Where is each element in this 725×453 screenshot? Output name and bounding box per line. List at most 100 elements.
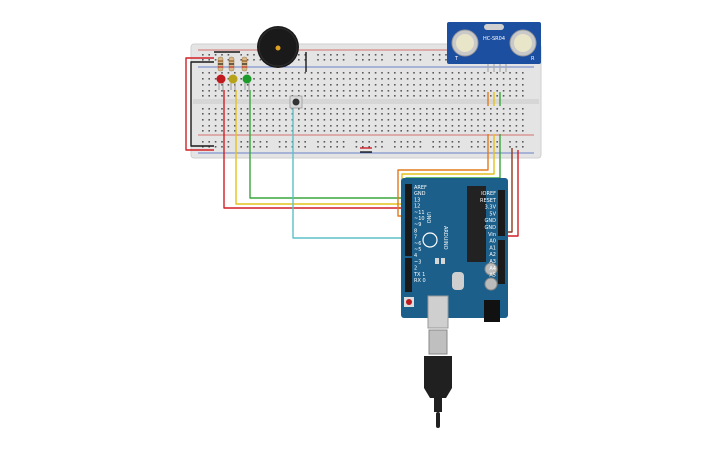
- breadboard-hole[interactable]: [496, 141, 498, 143]
- breadboard-hole[interactable]: [445, 54, 447, 56]
- breadboard-hole[interactable]: [496, 72, 498, 74]
- breadboard-hole[interactable]: [221, 84, 223, 86]
- breadboard-hole[interactable]: [323, 146, 326, 148]
- breadboard-hole[interactable]: [234, 90, 236, 92]
- piezo-buzzer[interactable]: [257, 26, 299, 68]
- breadboard-hole[interactable]: [202, 130, 204, 132]
- breadboard-hole[interactable]: [208, 108, 210, 110]
- breadboard-hole[interactable]: [342, 59, 345, 61]
- breadboard-hole[interactable]: [374, 113, 377, 115]
- breadboard-hole[interactable]: [285, 78, 287, 80]
- breadboard-hole[interactable]: [202, 78, 204, 80]
- breadboard-hole[interactable]: [285, 84, 287, 86]
- breadboard-hole[interactable]: [298, 54, 300, 56]
- breadboard-hole[interactable]: [246, 54, 249, 56]
- breadboard-hole[interactable]: [285, 90, 287, 92]
- breadboard-hole[interactable]: [381, 95, 383, 97]
- breadboard-hole[interactable]: [234, 125, 236, 127]
- breadboard-hole[interactable]: [477, 141, 479, 143]
- breadboard-hole[interactable]: [374, 108, 377, 110]
- breadboard-hole[interactable]: [477, 146, 479, 148]
- breadboard-hole[interactable]: [445, 130, 447, 132]
- breadboard-hole[interactable]: [253, 84, 255, 86]
- breadboard-hole[interactable]: [355, 72, 358, 74]
- breadboard-hole[interactable]: [304, 141, 306, 143]
- breadboard-hole[interactable]: [413, 72, 415, 74]
- breadboard-hole[interactable]: [246, 141, 249, 143]
- breadboard-hole[interactable]: [477, 95, 479, 97]
- breadboard-hole[interactable]: [400, 108, 402, 110]
- breadboard-hole[interactable]: [323, 54, 326, 56]
- breadboard-hole[interactable]: [221, 125, 223, 127]
- breadboard-hole[interactable]: [349, 130, 351, 132]
- breadboard-hole[interactable]: [285, 72, 287, 74]
- breadboard-hole[interactable]: [509, 125, 511, 127]
- breadboard-hole[interactable]: [317, 72, 319, 74]
- breadboard-hole[interactable]: [310, 78, 313, 80]
- breadboard-hole[interactable]: [310, 130, 313, 132]
- breadboard-hole[interactable]: [259, 119, 262, 121]
- breadboard-hole[interactable]: [406, 78, 409, 80]
- arduino-uno[interactable]: UNO ARDUINO AREFGND1312~11~10~987~6~54~3…: [401, 178, 508, 329]
- breadboard-hole[interactable]: [272, 78, 274, 80]
- breadboard-hole[interactable]: [438, 59, 441, 61]
- breadboard-hole[interactable]: [227, 119, 230, 121]
- breadboard-hole[interactable]: [419, 72, 422, 74]
- breadboard-hole[interactable]: [214, 90, 217, 92]
- breadboard-hole[interactable]: [355, 108, 358, 110]
- breadboard-hole[interactable]: [246, 84, 249, 86]
- breadboard-hole[interactable]: [336, 146, 338, 148]
- breadboard-hole[interactable]: [214, 108, 217, 110]
- breadboard-hole[interactable]: [374, 84, 377, 86]
- breadboard-hole[interactable]: [374, 125, 377, 127]
- breadboard-hole[interactable]: [285, 119, 287, 121]
- breadboard-hole[interactable]: [342, 113, 345, 115]
- breadboard-hole[interactable]: [381, 78, 383, 80]
- breadboard-hole[interactable]: [483, 90, 486, 92]
- breadboard-hole[interactable]: [214, 125, 217, 127]
- breadboard-hole[interactable]: [406, 108, 409, 110]
- breadboard-hole[interactable]: [208, 84, 210, 86]
- breadboard-hole[interactable]: [394, 113, 396, 115]
- breadboard-hole[interactable]: [406, 125, 409, 127]
- breadboard-hole[interactable]: [502, 72, 505, 74]
- breadboard-hole[interactable]: [304, 90, 306, 92]
- breadboard-hole[interactable]: [438, 125, 441, 127]
- breadboard-hole[interactable]: [419, 90, 422, 92]
- usb-cable[interactable]: [424, 329, 452, 428]
- breadboard-hole[interactable]: [483, 113, 486, 115]
- breadboard-hole[interactable]: [413, 90, 415, 92]
- breadboard-hole[interactable]: [362, 130, 364, 132]
- breadboard-hole[interactable]: [208, 146, 210, 148]
- breadboard-hole[interactable]: [464, 72, 466, 74]
- breadboard-hole[interactable]: [253, 59, 255, 61]
- breadboard-hole[interactable]: [304, 54, 306, 56]
- breadboard-hole[interactable]: [330, 130, 332, 132]
- breadboard-hole[interactable]: [477, 130, 479, 132]
- breadboard-hole[interactable]: [317, 119, 319, 121]
- breadboard-hole[interactable]: [362, 84, 364, 86]
- breadboard-hole[interactable]: [208, 130, 210, 132]
- breadboard-hole[interactable]: [368, 59, 370, 61]
- breadboard-hole[interactable]: [426, 125, 428, 127]
- led-green[interactable]: [242, 74, 252, 91]
- breadboard-hole[interactable]: [445, 108, 447, 110]
- breadboard-hole[interactable]: [470, 146, 473, 148]
- breadboard-hole[interactable]: [214, 72, 217, 74]
- breadboard-hole[interactable]: [336, 95, 338, 97]
- breadboard-hole[interactable]: [304, 108, 306, 110]
- breadboard-hole[interactable]: [266, 119, 268, 121]
- breadboard-hole[interactable]: [438, 146, 441, 148]
- breadboard-hole[interactable]: [406, 59, 409, 61]
- breadboard-hole[interactable]: [374, 146, 377, 148]
- breadboard-hole[interactable]: [278, 146, 281, 148]
- breadboard-hole[interactable]: [496, 84, 498, 86]
- breadboard-hole[interactable]: [330, 72, 332, 74]
- breadboard-hole[interactable]: [342, 125, 345, 127]
- breadboard-hole[interactable]: [240, 130, 242, 132]
- breadboard-hole[interactable]: [464, 95, 466, 97]
- breadboard-hole[interactable]: [240, 59, 242, 61]
- breadboard-hole[interactable]: [445, 141, 447, 143]
- breadboard-hole[interactable]: [234, 113, 236, 115]
- breadboard-hole[interactable]: [438, 72, 441, 74]
